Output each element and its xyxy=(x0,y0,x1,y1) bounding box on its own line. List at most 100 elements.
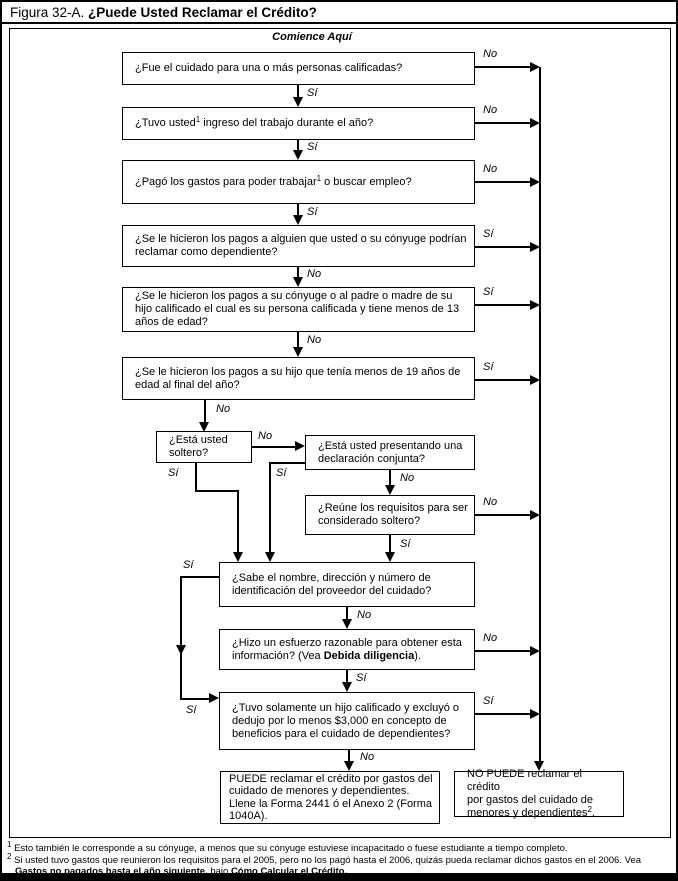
connector-q12-no xyxy=(348,750,350,761)
label-q4-yes: Sí xyxy=(483,228,494,240)
decision-box-q2: ¿Tuvo usted1 ingreso del trabajo durante… xyxy=(122,107,475,140)
arrowhead-q3-yes xyxy=(293,215,303,225)
connector-q5-no xyxy=(297,332,299,347)
label-q3-yes: Sí xyxy=(307,206,318,218)
label-q2-yes: Sí xyxy=(307,141,318,153)
arrowhead-q9-no xyxy=(530,510,540,520)
connector-q8-no xyxy=(389,470,391,485)
arrowhead-q10-yes-mid xyxy=(176,645,186,655)
connector-q2-yes xyxy=(297,140,299,150)
label-q7-no: No xyxy=(258,430,273,442)
figure-title: Figura 32-A. ¿Puede Usted Reclamar el Cr… xyxy=(10,5,317,20)
arrowhead-q8-no xyxy=(385,485,395,495)
label-q10-yes-top: Sí xyxy=(183,559,194,571)
arrowhead-q9-yes xyxy=(385,552,395,562)
terminal-box-can-claim: PUEDE reclamar el crédito por gastos del… xyxy=(220,771,440,824)
connector-q10-yes-drop xyxy=(180,576,182,699)
connector-q12-yes xyxy=(475,713,530,715)
connector-q1-no xyxy=(475,66,530,68)
decision-box-q4: ¿Se le hicieron los pagos a alguien que … xyxy=(122,225,475,267)
arrowhead-q8-yes xyxy=(265,552,275,562)
decision-text-q3: ¿Pagó los gastos para poder trabajar1 o … xyxy=(135,173,412,188)
arrowhead-q11-no xyxy=(530,646,540,656)
connector-q8-yes-drop xyxy=(269,462,271,552)
decision-text-q12: ¿Tuvo solamente un hijo calificado y exc… xyxy=(232,701,460,740)
figure-title-main: ¿Puede Usted Reclamar el Crédito? xyxy=(88,5,317,20)
decision-text-q7: ¿Está usted soltero? xyxy=(169,434,228,459)
connector-q5-yes xyxy=(475,304,530,306)
connector-q7-yes-jog xyxy=(195,490,238,492)
connector-q10-no xyxy=(346,607,348,619)
arrowhead-q5-no xyxy=(293,347,303,357)
decision-box-q5: ¿Se le hicieron los pagos a su cónyuge o… xyxy=(122,287,475,332)
flowchart-border xyxy=(9,28,671,838)
connector-q11-no xyxy=(475,650,530,652)
decision-text-q1: ¿Fue el cuidado para una o más personas … xyxy=(135,62,403,74)
arrowhead-q6-no xyxy=(199,422,209,432)
figure-title-prefix: Figura 32-A. xyxy=(10,5,89,20)
arrowhead-rail-to-cannot-claim xyxy=(534,761,544,771)
decision-text-q5: ¿Se le hicieron los pagos a su cónyuge o… xyxy=(135,290,460,328)
arrowhead-q2-yes xyxy=(293,150,303,160)
decision-box-q8-conjunta: ¿Está usted presentando una declaración … xyxy=(305,435,475,470)
decision-text-q9: ¿Reúne los requisitos para ser considera… xyxy=(318,502,468,527)
arrowhead-q1-yes xyxy=(293,97,303,107)
arrowhead-q7-yes xyxy=(233,552,243,562)
connector-q6-yes xyxy=(475,379,530,381)
arrowhead-q12-no xyxy=(344,761,354,771)
label-q1-no: No xyxy=(483,48,498,60)
label-q7-yes: Sí xyxy=(168,467,179,479)
label-q12-yes: Sí xyxy=(483,695,494,707)
decision-box-q11-esfuerzo: ¿Hizo un esfuerzo razonable para obtener… xyxy=(219,629,475,670)
connector-q9-no xyxy=(475,514,530,516)
label-q9-yes: Sí xyxy=(400,538,411,550)
arrowhead-q3-no xyxy=(530,177,540,187)
decision-box-q9-requisitos: ¿Reúne los requisitos para ser considera… xyxy=(305,495,475,535)
arrowhead-q11-yes xyxy=(342,682,352,692)
arrowhead-q2-no xyxy=(530,118,540,128)
connector-q3-yes xyxy=(297,204,299,215)
connector-q3-no xyxy=(475,181,530,183)
arrowhead-q5-yes xyxy=(530,300,540,310)
label-q8-yes: Sí xyxy=(276,467,287,479)
terminal-text-can-claim: PUEDE reclamar el crédito por gastos del… xyxy=(229,772,433,823)
decision-box-q12-hijo: ¿Tuvo solamente un hijo calificado y exc… xyxy=(219,692,475,750)
decision-text-q11: ¿Hizo un esfuerzo razonable para obtener… xyxy=(232,636,462,662)
arrowhead-q4-yes xyxy=(530,242,540,252)
arrowhead-q4-no xyxy=(293,277,303,287)
label-q12-no: No xyxy=(360,751,375,763)
label-q5-yes: Sí xyxy=(483,286,494,298)
label-q9-no: No xyxy=(483,496,498,508)
decision-text-q6: ¿Se le hicieron los pagos a su hijo que … xyxy=(135,365,461,391)
label-q3-no: No xyxy=(483,163,498,175)
arrowhead-q6-yes xyxy=(530,375,540,385)
connector-q6-no xyxy=(204,400,206,422)
connector-q8-yes-stub xyxy=(270,462,305,464)
connector-q10-yes-out xyxy=(180,576,219,578)
title-divider xyxy=(2,22,676,24)
label-q10-yes-bottom: Sí xyxy=(186,704,197,716)
arrowhead-q10-no xyxy=(342,619,352,629)
label-q8-no: No xyxy=(400,472,415,484)
connector-q11-yes xyxy=(346,670,348,682)
label-q11-no: No xyxy=(483,632,498,644)
arrowhead-q10-yes xyxy=(209,693,219,703)
label-q4-no: No xyxy=(307,268,322,280)
arrowhead-q12-yes xyxy=(530,709,540,719)
connector-q9-yes xyxy=(389,535,391,552)
label-q2-no: No xyxy=(483,104,498,116)
decision-box-q7-soltero: ¿Está usted soltero? xyxy=(156,431,252,463)
arrowhead-q7-no xyxy=(295,441,305,451)
decision-box-q6: ¿Se le hicieron los pagos a su hijo que … xyxy=(122,357,475,400)
connector-q2-no xyxy=(475,122,530,124)
footnotes: 1 Esto también le corresponde a su cónyu… xyxy=(7,841,675,878)
label-q6-yes: Sí xyxy=(483,361,494,373)
label-q11-yes: Sí xyxy=(356,672,367,684)
decision-text-q2: ¿Tuvo usted1 ingreso del trabajo durante… xyxy=(135,115,374,130)
connector-q7-yes-drop xyxy=(237,490,239,552)
label-q5-no: No xyxy=(307,334,322,346)
connector-q10-yes-in xyxy=(180,698,210,700)
connector-q4-yes xyxy=(475,246,530,248)
decision-box-q10-proveedor: ¿Sabe el nombre, dirección y número de i… xyxy=(219,562,475,607)
